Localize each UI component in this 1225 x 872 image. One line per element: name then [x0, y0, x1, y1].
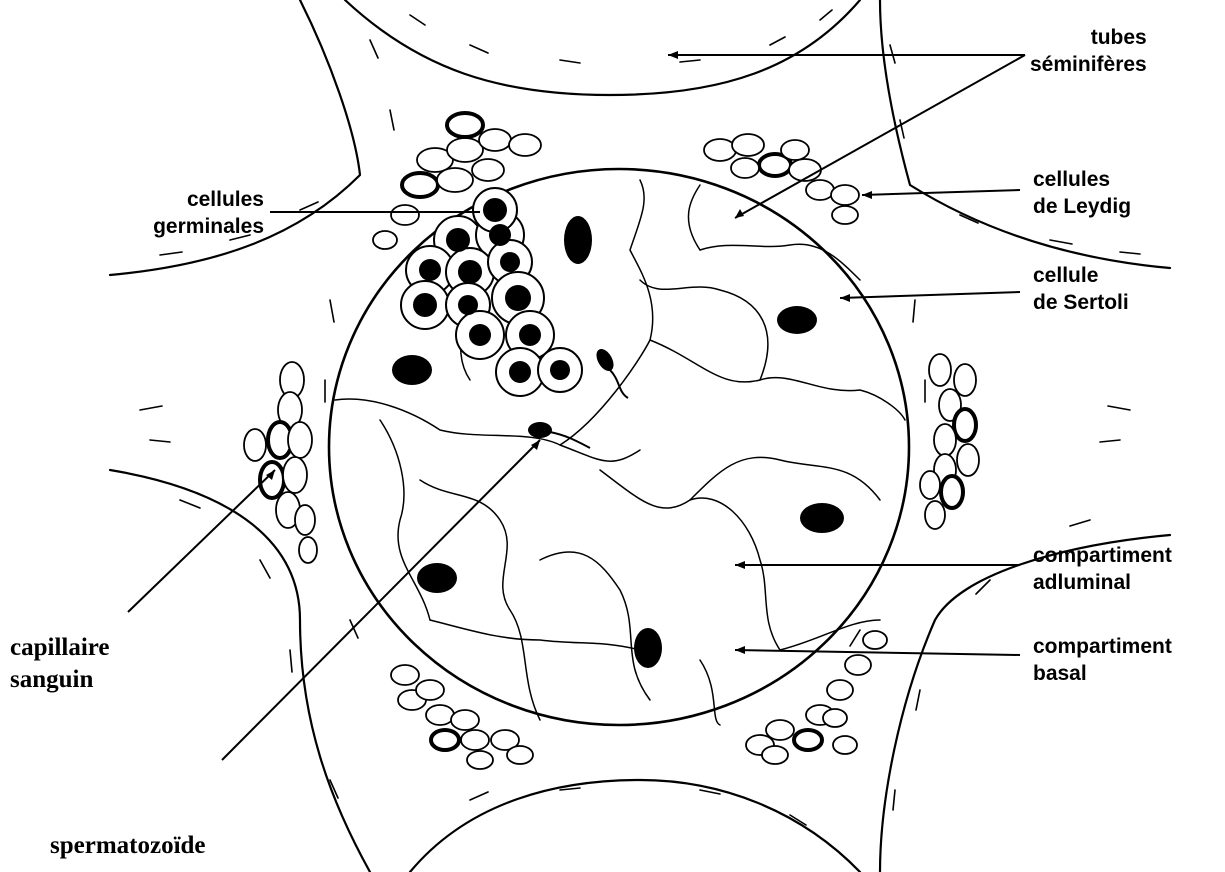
label-cellules-leydig: cellules de Leydig [1033, 166, 1131, 220]
label-sertoli-line1: cellule [1033, 262, 1129, 289]
label-spermatozoide: spermatozoïde [50, 830, 206, 862]
interstitial-cluster-top-right [704, 134, 859, 224]
tubule-top-boundary [345, 0, 860, 95]
label-tubes-line2: séminifères [1030, 51, 1147, 78]
label-compartiment-basal: compartiment basal [1033, 633, 1172, 687]
label-spermatozoide-text: spermatozoïde [50, 830, 206, 862]
label-germinales-line1: cellules [146, 186, 264, 213]
label-capillaire-line1: capillaire [10, 632, 110, 664]
label-leydig-line1: cellules [1033, 166, 1131, 193]
label-capillaire-sanguin: capillaire sanguin [10, 632, 110, 696]
tubule-bottom-boundary [410, 780, 860, 872]
label-basal-line1: compartiment [1033, 633, 1172, 660]
label-cellules-germinales: cellules germinales [146, 186, 264, 240]
label-basal-line2: basal [1033, 660, 1172, 687]
label-cellule-sertoli: cellule de Sertoli [1033, 262, 1129, 316]
interstitial-cluster-right [920, 354, 979, 529]
label-leydig-line2: de Leydig [1033, 193, 1131, 220]
label-capillaire-line2: sanguin [10, 664, 110, 696]
label-sertoli-line2: de Sertoli [1033, 289, 1129, 316]
label-adluminal-line1: compartiment [1033, 542, 1172, 569]
label-adluminal-line2: adluminal [1033, 569, 1172, 596]
interstitial-cluster-left [244, 362, 317, 563]
leader-lines [128, 55, 1025, 760]
label-compartiment-adluminal: compartiment adluminal [1033, 542, 1172, 596]
label-tubes-seminiferes: tubes séminifères [1030, 24, 1147, 78]
label-tubes-line1: tubes [1030, 24, 1147, 51]
tubule-left-boundary [110, 470, 370, 872]
label-germinales-line2: germinales [146, 213, 264, 240]
